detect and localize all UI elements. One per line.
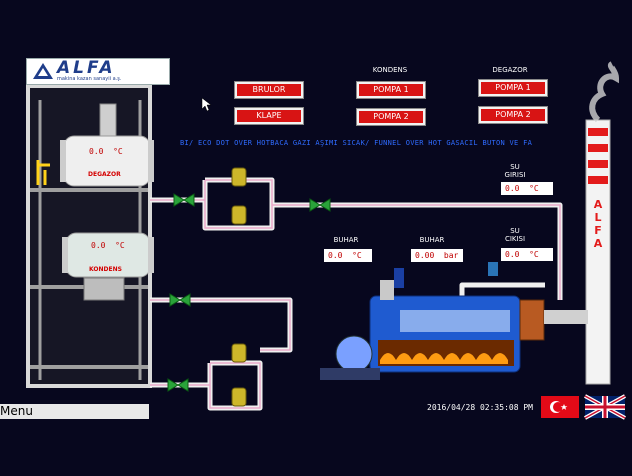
kondens-pompa2-label: POMPA 2 — [359, 111, 423, 123]
degazor-pompa1-button[interactable]: POMPA 1 — [478, 79, 548, 97]
klape-button[interactable]: KLAPE — [234, 107, 304, 125]
alarm-ticker: BI/ ECO DOT OVER HOTBACA GAZI AŞIMI SICA… — [180, 139, 533, 147]
buhar-pressure-label: BUHAR — [419, 236, 445, 244]
degazor-tank-label: DEGAZOR — [88, 171, 121, 178]
degazor-pompa2-label: POMPA 2 — [481, 109, 545, 121]
buhar-temp-label: BUHAR — [333, 236, 359, 244]
degazor-temp-value: 0.0 °C — [89, 147, 123, 156]
alfa-logo: ALFA makina kazan sanayii a.ş. — [26, 58, 170, 85]
mouse-cursor-icon — [201, 97, 212, 112]
boiler — [320, 262, 545, 380]
flag-turkey-icon — [541, 396, 579, 418]
valve-green — [167, 193, 331, 392]
su-girisi-label: SU GIRISI — [504, 163, 526, 179]
brulor-button-label: BRULOR — [237, 84, 301, 96]
kondens-pompa2-button[interactable]: POMPA 2 — [356, 108, 426, 126]
degazor-header: DEGAZOR — [492, 66, 528, 74]
chimney-brand-text: ALFA — [593, 198, 603, 250]
logo-brand: ALFA — [57, 58, 116, 78]
su-girisi-value: 0.0 °C — [501, 182, 553, 195]
klape-button-label: KLAPE — [237, 110, 301, 122]
su-cikisi-value: 0.0 °C — [501, 248, 553, 261]
flag-uk-button[interactable] — [585, 396, 625, 418]
degazor-tank — [60, 103, 154, 187]
timestamp: 2016/04/28 02:35:08 PM — [427, 403, 533, 412]
menu-button[interactable]: Menu — [0, 404, 149, 419]
degazor-pompa1-label: POMPA 1 — [481, 82, 545, 94]
flag-uk-icon — [584, 394, 626, 420]
kondens-tank-label: KONDENS — [89, 266, 122, 273]
pipes-inner — [150, 179, 561, 409]
kondens-header: KONDENS — [372, 66, 408, 74]
pump-yellow — [231, 167, 247, 407]
su-cikisi-label: SU CIKISI — [504, 227, 526, 243]
logo-tagline: makina kazan sanayii a.ş. — [57, 76, 122, 82]
buhar-pressure-value: 0.00 bar — [411, 249, 463, 262]
alfa-logo-mark — [33, 63, 53, 79]
level-indicator — [36, 160, 50, 185]
degazor-pompa2-button[interactable]: POMPA 2 — [478, 106, 548, 124]
chimney — [544, 61, 620, 385]
brulor-button[interactable]: BRULOR — [234, 81, 304, 99]
kondens-temp-value: 0.0 °C — [91, 241, 125, 250]
kondens-pompa1-label: POMPA 1 — [359, 84, 423, 96]
kondens-tank — [62, 232, 154, 301]
buhar-temp-value: 0.0 °C — [324, 249, 372, 262]
flag-turkey-button[interactable] — [541, 396, 579, 418]
kondens-pompa1-button[interactable]: POMPA 1 — [356, 81, 426, 99]
